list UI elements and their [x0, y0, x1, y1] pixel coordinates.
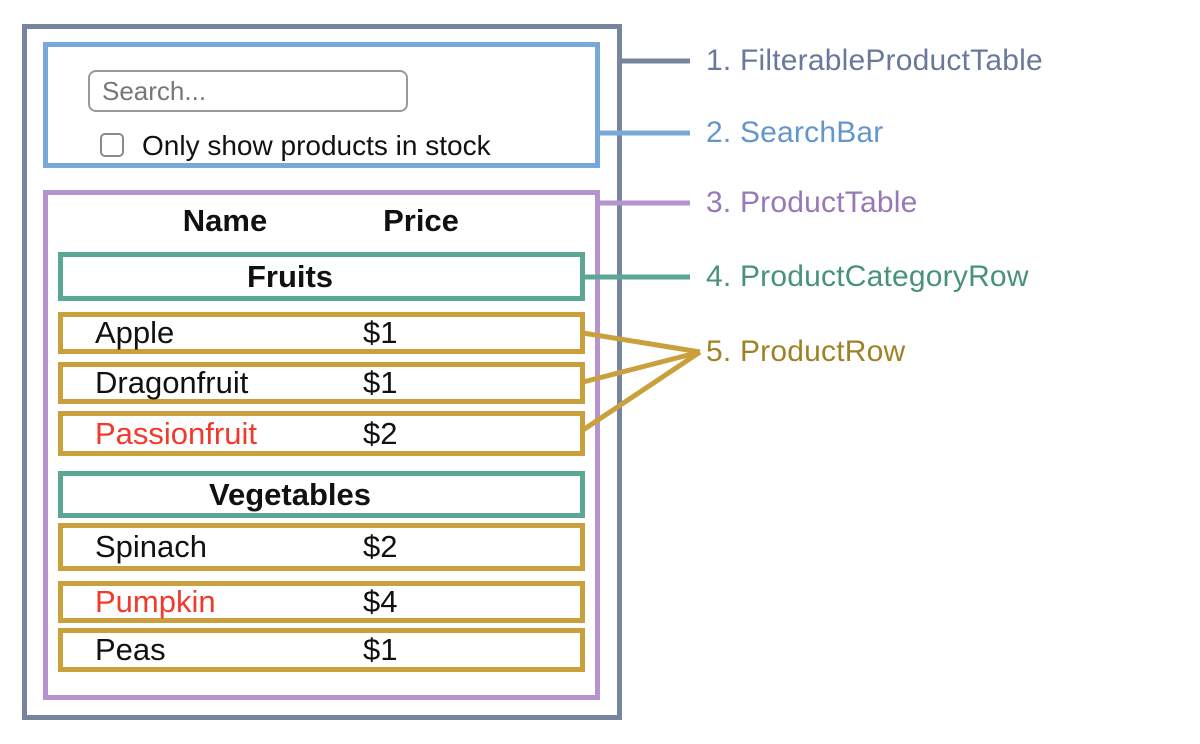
product-category-row-vegetables: Vegetables	[58, 471, 585, 518]
product-price: $1	[363, 365, 398, 400]
in-stock-checkbox[interactable]	[100, 133, 124, 157]
product-name: Passionfruit	[95, 415, 257, 451]
product-row-apple: Apple $1	[58, 312, 585, 354]
product-name: Spinach	[95, 529, 208, 564]
product-name: Apple	[95, 315, 175, 350]
product-category-row-fruits: Fruits	[58, 252, 585, 301]
legend-product-row: 5. ProductRow	[706, 335, 906, 368]
legend-product-table: 3. ProductTable	[706, 186, 918, 219]
column-header-name: Name	[182, 203, 268, 238]
in-stock-checkbox-label: Only show products in stock	[142, 130, 491, 161]
product-name: Dragonfruit	[95, 365, 249, 400]
product-row-dragonfruit: Dragonfruit $1	[58, 362, 585, 404]
search-bar-outline	[43, 42, 600, 168]
product-price: $1	[363, 315, 398, 350]
product-price: $2	[363, 415, 398, 451]
product-row-peas: Peas $1	[58, 628, 585, 672]
product-row-passionfruit: Passionfruit $2	[58, 411, 585, 456]
legend-product-category-row: 4. ProductCategoryRow	[706, 260, 1029, 293]
search-input[interactable]	[88, 70, 408, 112]
product-price: $1	[363, 632, 398, 667]
product-price: $4	[363, 584, 398, 619]
legend-search-bar: 2. SearchBar	[706, 116, 884, 149]
legend-filterable-product-table: 1. FilterableProductTable	[706, 44, 1043, 77]
category-label: Fruits	[246, 258, 334, 294]
category-label: Vegetables	[209, 476, 371, 512]
product-row-spinach: Spinach $2	[58, 523, 585, 571]
product-table-outline	[43, 190, 600, 700]
product-price: $2	[363, 529, 398, 564]
product-row-pumpkin: Pumpkin $4	[58, 581, 585, 623]
product-name: Pumpkin	[95, 584, 216, 619]
product-name: Peas	[95, 632, 166, 667]
column-header-price: Price	[383, 203, 459, 238]
